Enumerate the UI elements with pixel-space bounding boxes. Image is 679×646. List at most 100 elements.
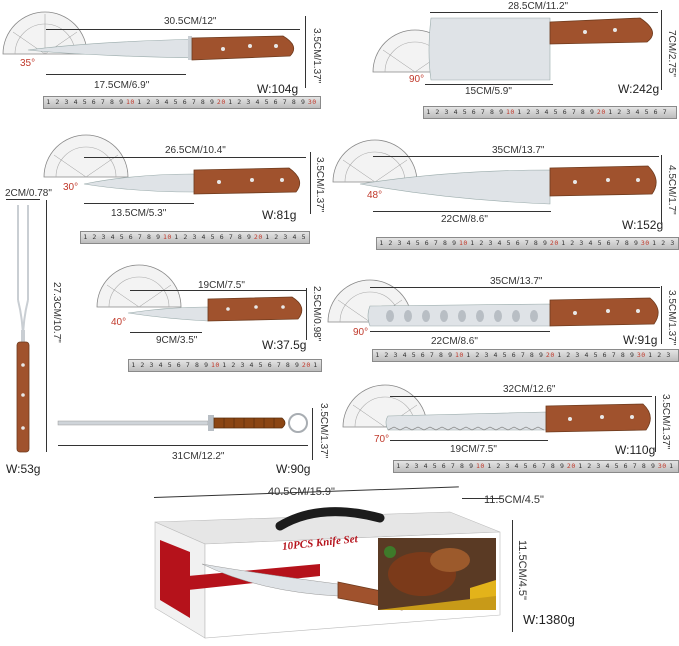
weight-label: W:152g xyxy=(622,218,664,232)
ruler-tick: 5 xyxy=(119,233,125,241)
knife-image xyxy=(27,35,295,61)
ruler-tick: 30 xyxy=(307,98,317,106)
ruler-tick: 1 xyxy=(228,98,233,106)
ruler-tick: 4 xyxy=(201,233,206,241)
ruler-tick: 4 xyxy=(406,239,412,247)
ruler-tick: 10 xyxy=(505,108,515,116)
ruler-tick: 2 xyxy=(475,351,480,359)
ruler-tick: 6 xyxy=(602,351,608,359)
ruler-tick: 8 xyxy=(438,351,444,359)
ruler-tick: 4 xyxy=(158,361,164,369)
ruler-tick: 1 xyxy=(652,239,657,247)
blade-length-label: 9CM/3.5" xyxy=(156,335,198,346)
ruler-tick: 8 xyxy=(109,98,115,106)
ruler-tick: 1 xyxy=(174,233,179,241)
weight-label: W:90g xyxy=(276,462,311,476)
ruler-tick: 2 xyxy=(566,351,571,359)
weight-label: W:1380g xyxy=(523,612,575,627)
ruler-tick: 9 xyxy=(633,239,639,247)
weight-label: W:91g xyxy=(623,333,658,347)
ruler-tick: 4 xyxy=(164,98,169,106)
box-image xyxy=(154,507,501,639)
length-label: 35CM/13.7" xyxy=(490,276,543,287)
ruler-tick: 6 xyxy=(471,108,477,116)
ruler-tick: 10 xyxy=(475,462,485,470)
protractor-icon xyxy=(332,139,418,183)
ruler-tick: 6 xyxy=(267,361,273,369)
ruler-tick: 9 xyxy=(650,462,656,470)
box-length-label: 40.5CM/15.9" xyxy=(268,486,335,498)
ruler-tick: 9 xyxy=(452,239,457,247)
ruler-tick: 5 xyxy=(523,462,529,470)
ruler-tick: 4 xyxy=(402,351,408,359)
ruler-tick: 8 xyxy=(459,462,465,470)
box-depth-label: 11.5CM/4.5" xyxy=(484,494,544,506)
ruler-tick: 1 xyxy=(648,351,653,359)
protractor-icon xyxy=(2,11,88,55)
blade-length-label: 22CM/8.6" xyxy=(441,214,488,225)
height-label: 4.5CM/1.7" xyxy=(666,165,677,215)
weight-label: W:53g xyxy=(6,462,41,476)
ruler-tick: 7 xyxy=(615,239,621,247)
ruler-tick: 6 xyxy=(176,361,182,369)
ruler-tick: 10 xyxy=(458,239,468,247)
height-label: 3.5CM/1.37" xyxy=(311,28,322,84)
weight-label: W:110g xyxy=(615,443,656,457)
ruler-tick: 1 xyxy=(375,351,380,359)
ruler-tick: 3 xyxy=(575,351,580,359)
ruler-tick: 4 xyxy=(514,462,519,470)
blade-length-label: 15CM/5.9" xyxy=(465,86,512,97)
height-label: 2.5CM/0.98" xyxy=(311,286,322,342)
ruler-tick: 4 xyxy=(635,108,640,116)
weight-label: W:104g xyxy=(257,82,299,96)
ruler-tick: 7 xyxy=(450,462,456,470)
ruler-tick: 6 xyxy=(623,462,629,470)
length-label: 19CM/7.5" xyxy=(198,280,245,291)
length-label: 28.5CM/11.2" xyxy=(508,1,569,12)
ruler-tick: 2 xyxy=(657,351,662,359)
ruler-tick: 2 xyxy=(237,98,242,106)
fork-width-label: 2CM/0.78" xyxy=(5,188,52,199)
blade-length-label: 22CM/8.6" xyxy=(431,336,478,347)
ruler-tick: 1 xyxy=(578,462,583,470)
length-label: 30.5CM/12" xyxy=(164,16,217,27)
ruler-tick: 5 xyxy=(462,108,468,116)
ruler-tick: 8 xyxy=(533,239,539,247)
ruler-tick: 3 xyxy=(246,98,251,106)
ruler-tick: 5 xyxy=(502,351,508,359)
ruler-tick: 6 xyxy=(128,233,134,241)
ruler-tick: 1 xyxy=(557,351,562,359)
ruler-tick: 20 xyxy=(253,233,263,241)
ruler-tick: 5 xyxy=(82,98,88,106)
ruler-tick: 9 xyxy=(629,351,635,359)
ruler-tick: 5 xyxy=(553,108,559,116)
ruler-tick: 6 xyxy=(420,351,426,359)
ruler-tick: 5 xyxy=(432,462,438,470)
knife-image xyxy=(127,296,303,322)
ruler-tick: 4 xyxy=(292,233,297,241)
knife-image xyxy=(83,167,301,195)
ruler-tick: 30 xyxy=(657,462,667,470)
knife-image xyxy=(367,297,659,327)
ruler-tick: 8 xyxy=(580,108,586,116)
ruler-tick: 9 xyxy=(247,233,252,241)
ruler-tick: 7 xyxy=(429,351,435,359)
ruler-tick: 4 xyxy=(110,233,116,241)
ruler-tick: 2 xyxy=(55,98,60,106)
ruler-tick: 6 xyxy=(91,98,97,106)
angle-label: 90° xyxy=(409,74,425,85)
ruler-tick: 7 xyxy=(541,462,547,470)
ruler-tick: 3 xyxy=(155,98,160,106)
ruler-tick: 2 xyxy=(570,239,575,247)
ruler-tick: 2 xyxy=(274,233,279,241)
ruler-tick: 3 xyxy=(484,351,489,359)
ruler-tick: 5 xyxy=(258,361,264,369)
angle-label: 35° xyxy=(20,58,36,69)
height-label: 3.5CM/1.37" xyxy=(318,403,329,459)
ruler-tick: 5 xyxy=(644,108,649,116)
